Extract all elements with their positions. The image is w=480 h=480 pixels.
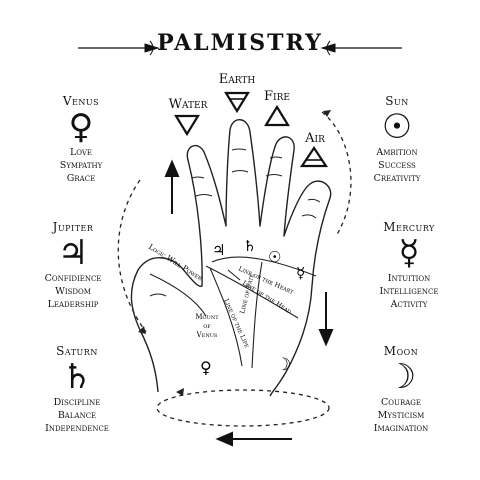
title-ornament-right	[320, 40, 402, 56]
trait: Activity	[390, 299, 428, 310]
life-line	[209, 267, 243, 367]
jupiter-icon-hand: ♃	[212, 241, 225, 259]
fire-label: Fire	[264, 89, 290, 104]
mercury-icon: ☿	[398, 233, 420, 273]
dashed-arrows	[117, 111, 352, 427]
trait: Confidience	[44, 273, 102, 284]
mount-of-venus-label-1: Mount	[195, 313, 219, 321]
bottom-dashed-ellipse	[156, 389, 330, 427]
air-triangle-icon	[299, 146, 329, 168]
line-of-fate-label: Line of Fate	[238, 273, 256, 315]
fire-triangle-icon	[264, 104, 290, 127]
planet-venus: Venus ♀ Love Sympathy Grace	[26, 94, 136, 185]
trait: Success	[378, 160, 416, 171]
thumb-line	[149, 273, 207, 317]
fate-line	[251, 261, 263, 369]
hand-outline	[130, 119, 332, 397]
trait: Independence	[45, 423, 109, 434]
earth-triangle-icon	[224, 91, 250, 114]
trait: Courage	[381, 397, 421, 408]
water-triangle-icon	[174, 114, 200, 137]
air-label: Air	[305, 131, 325, 146]
trait: Grace	[66, 173, 96, 184]
trait: Intuition	[387, 273, 431, 284]
mount-of-venus-label-3: Venus	[196, 331, 218, 339]
left-dashed-arc	[117, 179, 147, 333]
planet-saturn: Saturn ♄ Discipline Balance Independence	[22, 344, 132, 435]
trait: Discipline	[53, 397, 101, 408]
arrow-heads	[138, 110, 331, 396]
sun-icon-hand: ☉	[268, 248, 281, 266]
trait: Intelligence	[379, 286, 439, 297]
title-ornament-left	[78, 40, 160, 56]
trait: Wisdom	[55, 286, 91, 297]
planet-sun: Sun ☉ Ambition Success Creativity	[342, 94, 452, 185]
trait: Love	[69, 147, 93, 158]
heart-line	[211, 256, 317, 277]
trait: Creativity	[373, 173, 421, 184]
trait: Balance	[57, 410, 97, 421]
sun-icon: ☉	[381, 107, 413, 147]
up-arrow	[164, 159, 180, 214]
palm-lines	[149, 256, 317, 369]
planet-name: Jupiter	[52, 220, 94, 234]
planet-name: Venus	[62, 94, 100, 108]
saturn-icon-hand: ♄	[243, 237, 256, 255]
moon-icon-hand: ☽	[276, 355, 291, 375]
head-line	[205, 265, 299, 319]
planet-mercury: Mercury ☿ Intuition Intelligence Activit…	[354, 220, 464, 311]
planet-jupiter: Jupiter ♃ Confidience Wisdom Leadership	[18, 220, 128, 311]
mercury-icon-hand: ☿	[296, 264, 305, 282]
left-arrow	[215, 431, 292, 447]
planet-name: Sun	[385, 94, 409, 108]
planet-name: Moon	[383, 344, 419, 358]
earth-label: Earth	[218, 72, 256, 87]
saturn-icon: ♄	[61, 357, 93, 397]
mount-of-venus-label-2: of	[203, 322, 211, 330]
venus-icon-hand: ♀	[200, 358, 212, 377]
trait: Sympathy	[59, 160, 103, 171]
trait: Imagination	[373, 423, 429, 434]
planet-name: Saturn	[56, 344, 98, 358]
moon-icon: ☽	[385, 357, 417, 397]
trait: Mysticism	[377, 410, 425, 421]
water-label: Water	[168, 97, 208, 112]
finger-creases	[149, 148, 321, 297]
page-title: PALMISTRY	[157, 30, 323, 56]
trait: Leadership	[47, 299, 99, 310]
planet-moon: Moon ☽ Courage Mysticism Imagination	[346, 344, 456, 435]
jupiter-icon: ♃	[57, 233, 89, 273]
planet-name: Mercury	[383, 220, 435, 234]
trait: Ambition	[376, 147, 418, 158]
venus-icon: ♀	[68, 107, 94, 147]
down-arrow	[318, 292, 334, 347]
